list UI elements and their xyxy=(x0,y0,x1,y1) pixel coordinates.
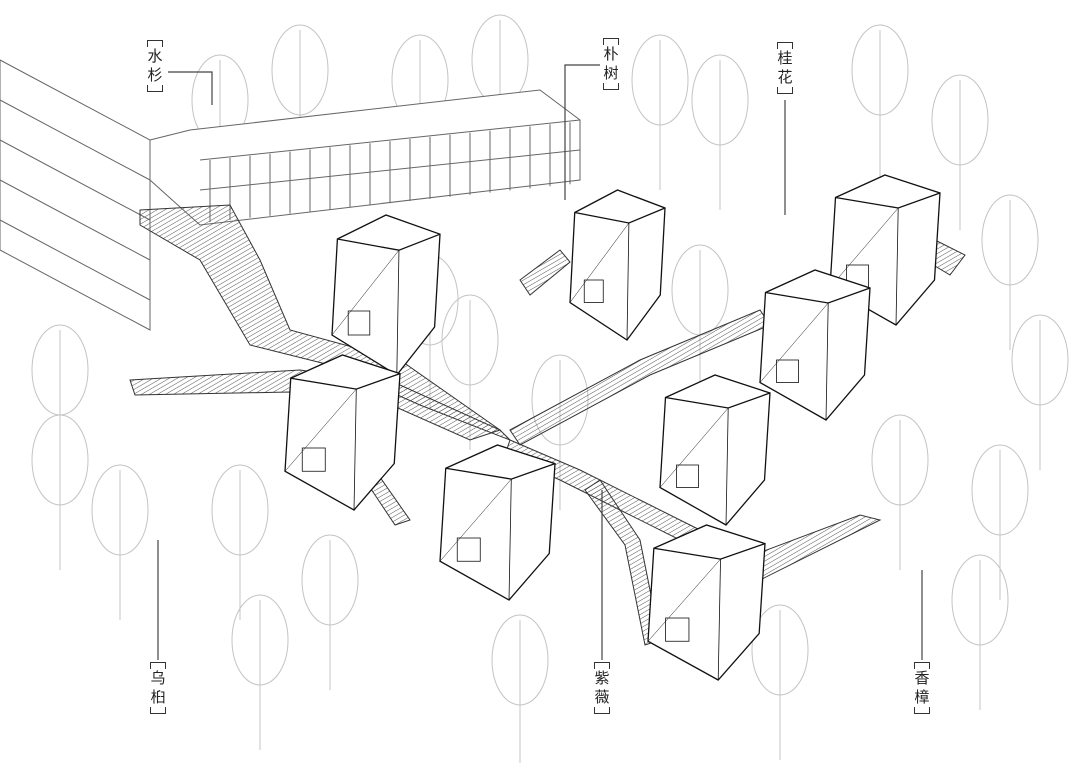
cabin xyxy=(439,444,556,601)
tree-icon xyxy=(631,34,689,190)
label-char: 花 xyxy=(777,68,793,86)
cabin xyxy=(331,214,441,376)
window xyxy=(456,537,481,562)
label-char: 桂 xyxy=(777,49,793,67)
cabins xyxy=(284,174,941,681)
cabin xyxy=(647,524,766,681)
cabin xyxy=(759,269,871,421)
cabin xyxy=(284,354,401,511)
tree-icon xyxy=(871,414,929,570)
label-char: 朴 xyxy=(603,45,619,63)
tree-icon xyxy=(691,54,749,210)
existing-building xyxy=(0,59,581,331)
window xyxy=(583,279,604,303)
tree-icon xyxy=(981,194,1039,350)
label-char: 水 xyxy=(147,47,163,65)
tree-icon xyxy=(31,324,89,480)
cabin xyxy=(569,189,666,341)
label-char: 紫 xyxy=(594,669,610,687)
label-char: 桕 xyxy=(150,688,166,706)
tree-icon xyxy=(211,464,269,620)
label-char: 薇 xyxy=(594,688,610,706)
tree-icon xyxy=(491,614,549,763)
label-ziwei: 紫薇 xyxy=(591,662,613,714)
tree-icon xyxy=(971,444,1029,600)
tree-icon xyxy=(301,534,359,690)
label-xiangzhang: 香樟 xyxy=(911,662,933,714)
label-wujiu: 乌桕 xyxy=(147,662,169,714)
leader-lines xyxy=(157,64,923,660)
label-guihua: 桂花 xyxy=(774,42,796,94)
tree-icon xyxy=(1011,314,1069,470)
tree-icon xyxy=(851,24,909,180)
label-char: 乌 xyxy=(150,669,166,687)
tree-icon xyxy=(91,464,149,620)
tree-icon xyxy=(231,594,289,750)
label-char: 香 xyxy=(914,669,930,687)
window xyxy=(301,447,326,472)
label-char: 杉 xyxy=(147,66,163,84)
window xyxy=(676,464,699,488)
tree-icon xyxy=(931,74,989,230)
window xyxy=(347,310,371,336)
window xyxy=(776,359,799,383)
window xyxy=(665,617,690,642)
label-char: 树 xyxy=(603,64,619,82)
label-pushu: 朴树 xyxy=(600,38,622,90)
label-shuishan: 水杉 xyxy=(144,40,166,92)
cabin xyxy=(659,374,771,526)
label-char: 樟 xyxy=(914,688,930,706)
tree-icon xyxy=(951,554,1009,710)
tree-icon xyxy=(751,604,809,760)
